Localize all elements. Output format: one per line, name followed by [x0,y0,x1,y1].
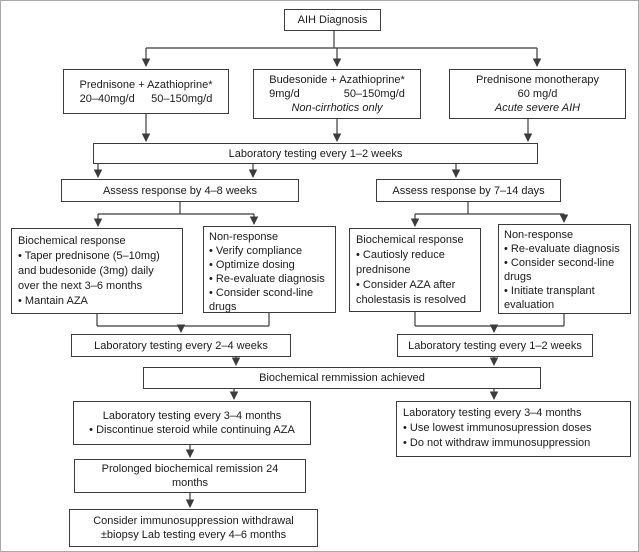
node-non-response-left: Non-response• Verify compliance• Optimiz… [203,226,336,313]
node-assess-7-14-days: Assess response by 7–14 days [376,179,561,202]
node-lab-testing-3-4-months-right: Laboratory testing every 3–4 months• Use… [396,401,631,457]
node-lab-testing-2-4-weeks: Laboratory testing every 2–4 weeks [71,334,291,357]
node-aih-diagnosis: AIH Diagnosis [284,9,381,31]
node-assess-4-8-weeks: Assess response by 4–8 weeks [61,179,299,202]
node-lab-testing-1-2-weeks-right: Laboratory testing every 1–2 weeks [397,334,593,357]
node-lab-testing-1-2-weeks: Laboratory testing every 1–2 weeks [93,143,538,164]
node-biochemical-response-left: Biochemical response• Taper prednisone (… [11,228,183,314]
node-immunosuppression-withdrawal: Consider immunosuppression withdrawal±bi… [69,509,318,547]
node-biochemical-remission-achieved: Biochemical remmission achieved [143,367,541,389]
node-budesonide-azathioprine: Budesonide + Azathioprine*9mg/d 50–150mg… [253,69,421,119]
node-non-response-right: Non-response• Re-evaluate diagnosis• Con… [498,224,631,314]
node-prednisone-azathioprine: Prednisone + Azathioprine*20–40mg/d 50–1… [63,69,229,114]
node-lab-testing-3-4-months-left: Laboratory testing every 3–4 months• Dis… [73,401,311,445]
